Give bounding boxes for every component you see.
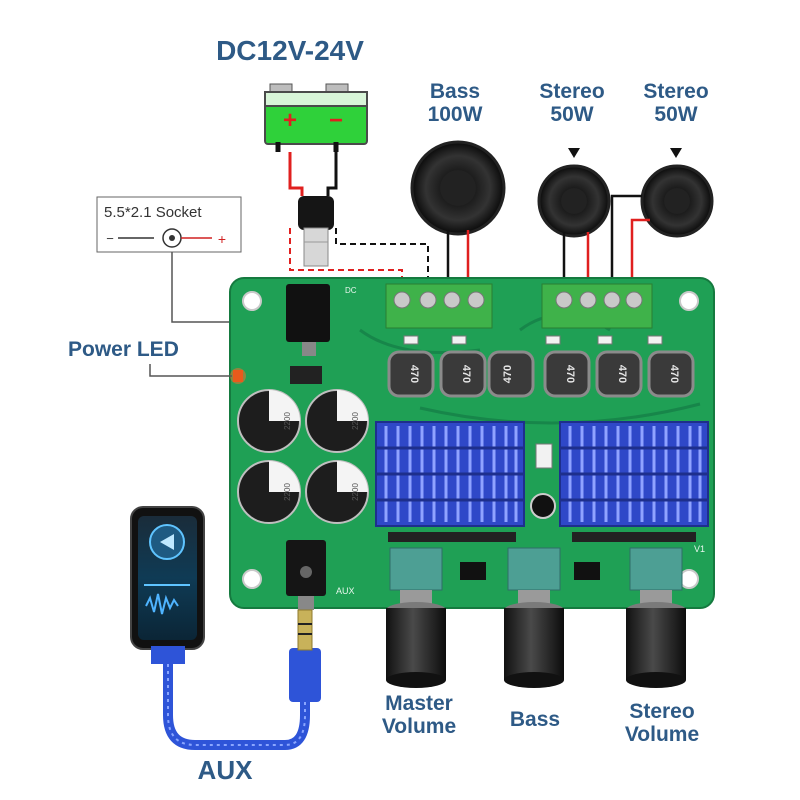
battery-icon xyxy=(264,83,368,152)
bass-speaker-label-line2: 100W xyxy=(427,103,483,127)
master-volume-label: Master Volume xyxy=(364,692,474,738)
stereo-volume-label-line1: Stereo xyxy=(629,700,695,723)
master-volume-label-line2: Volume xyxy=(381,715,457,739)
smd-resistor xyxy=(535,443,553,469)
capacitor-text: 2200 xyxy=(283,483,292,501)
inductor-text: 470 xyxy=(668,365,680,383)
smd-components xyxy=(403,335,663,345)
op-amp-chip xyxy=(460,562,486,580)
stereo-volume-label: Stereo Volume xyxy=(606,700,718,746)
inductors xyxy=(387,350,695,398)
stereo-volume-label-line2: Volume xyxy=(624,723,700,747)
capacitor-text: 2200 xyxy=(351,412,360,430)
inductor-text: 470 xyxy=(408,365,420,383)
pin-headers xyxy=(388,532,696,542)
bass-knob-label: Bass xyxy=(509,708,561,731)
diode xyxy=(290,366,322,384)
stereo-left-label-line1: Stereo xyxy=(539,80,605,103)
power-led xyxy=(230,368,246,384)
aux-jack xyxy=(286,540,326,610)
inductor-text: 470 xyxy=(460,365,472,383)
terminal-block-power-bass xyxy=(385,283,493,329)
power-supply-label: DC12V-24V xyxy=(216,35,364,66)
board-dc-text: DC xyxy=(345,286,357,295)
power-led-pointer xyxy=(149,364,232,377)
stereo-speaker-left-label: Stereo 50W xyxy=(524,80,620,126)
battery-minus-sign: − xyxy=(329,107,343,134)
power-wires xyxy=(288,152,429,298)
terminal-block-stereo xyxy=(541,283,653,329)
phone-icon xyxy=(130,506,205,650)
stereo-right-label-line2: 50W xyxy=(654,103,698,127)
bass-speaker-label-line1: Bass xyxy=(429,80,481,103)
stereo-speaker-right-icon xyxy=(640,164,714,238)
power-led-label: Power LED xyxy=(68,338,179,361)
stereo-left-label-line2: 50W xyxy=(550,103,594,127)
small-capacitor xyxy=(530,493,556,519)
bass-speaker-label: Bass 100W xyxy=(410,80,500,126)
arrow-down-icon xyxy=(568,148,580,158)
heatsink-right xyxy=(559,421,709,527)
op-amp-chip xyxy=(574,562,600,580)
aux-label: AUX xyxy=(197,755,253,785)
stereo-right-label-line1: Stereo xyxy=(643,80,709,103)
capacitor-text: 2200 xyxy=(351,483,360,501)
inductor-text: 470 xyxy=(564,365,576,383)
stereo-speaker-right-label: Stereo 50W xyxy=(628,80,724,126)
socket-plus-sign: + xyxy=(218,231,226,247)
bass-speaker-icon xyxy=(410,140,506,236)
aux-cable xyxy=(151,609,321,750)
master-volume-knob[interactable] xyxy=(386,547,446,688)
stereo-speaker-left-icon xyxy=(537,164,611,238)
board-v1-text: V1 xyxy=(694,544,705,554)
socket-callout xyxy=(96,196,288,323)
bass-knob[interactable] xyxy=(504,547,564,688)
capacitor-text: 2200 xyxy=(283,412,292,430)
dc-plug-icon xyxy=(298,196,334,267)
socket-label: 5.5*2.1 Socket xyxy=(104,204,202,221)
board-aux-text: AUX xyxy=(336,586,355,596)
heatsink-left xyxy=(375,421,525,527)
stereo-volume-knob[interactable] xyxy=(626,547,686,688)
inductor-text: 470 xyxy=(502,365,514,383)
master-volume-label-line1: Master xyxy=(385,692,453,715)
battery-plus-sign: + xyxy=(283,107,297,134)
dc-jack xyxy=(286,284,330,356)
socket-minus-sign: − xyxy=(106,231,114,246)
inductor-text: 470 xyxy=(616,365,628,383)
arrow-down-icon xyxy=(670,148,682,158)
capacitors xyxy=(237,389,369,524)
